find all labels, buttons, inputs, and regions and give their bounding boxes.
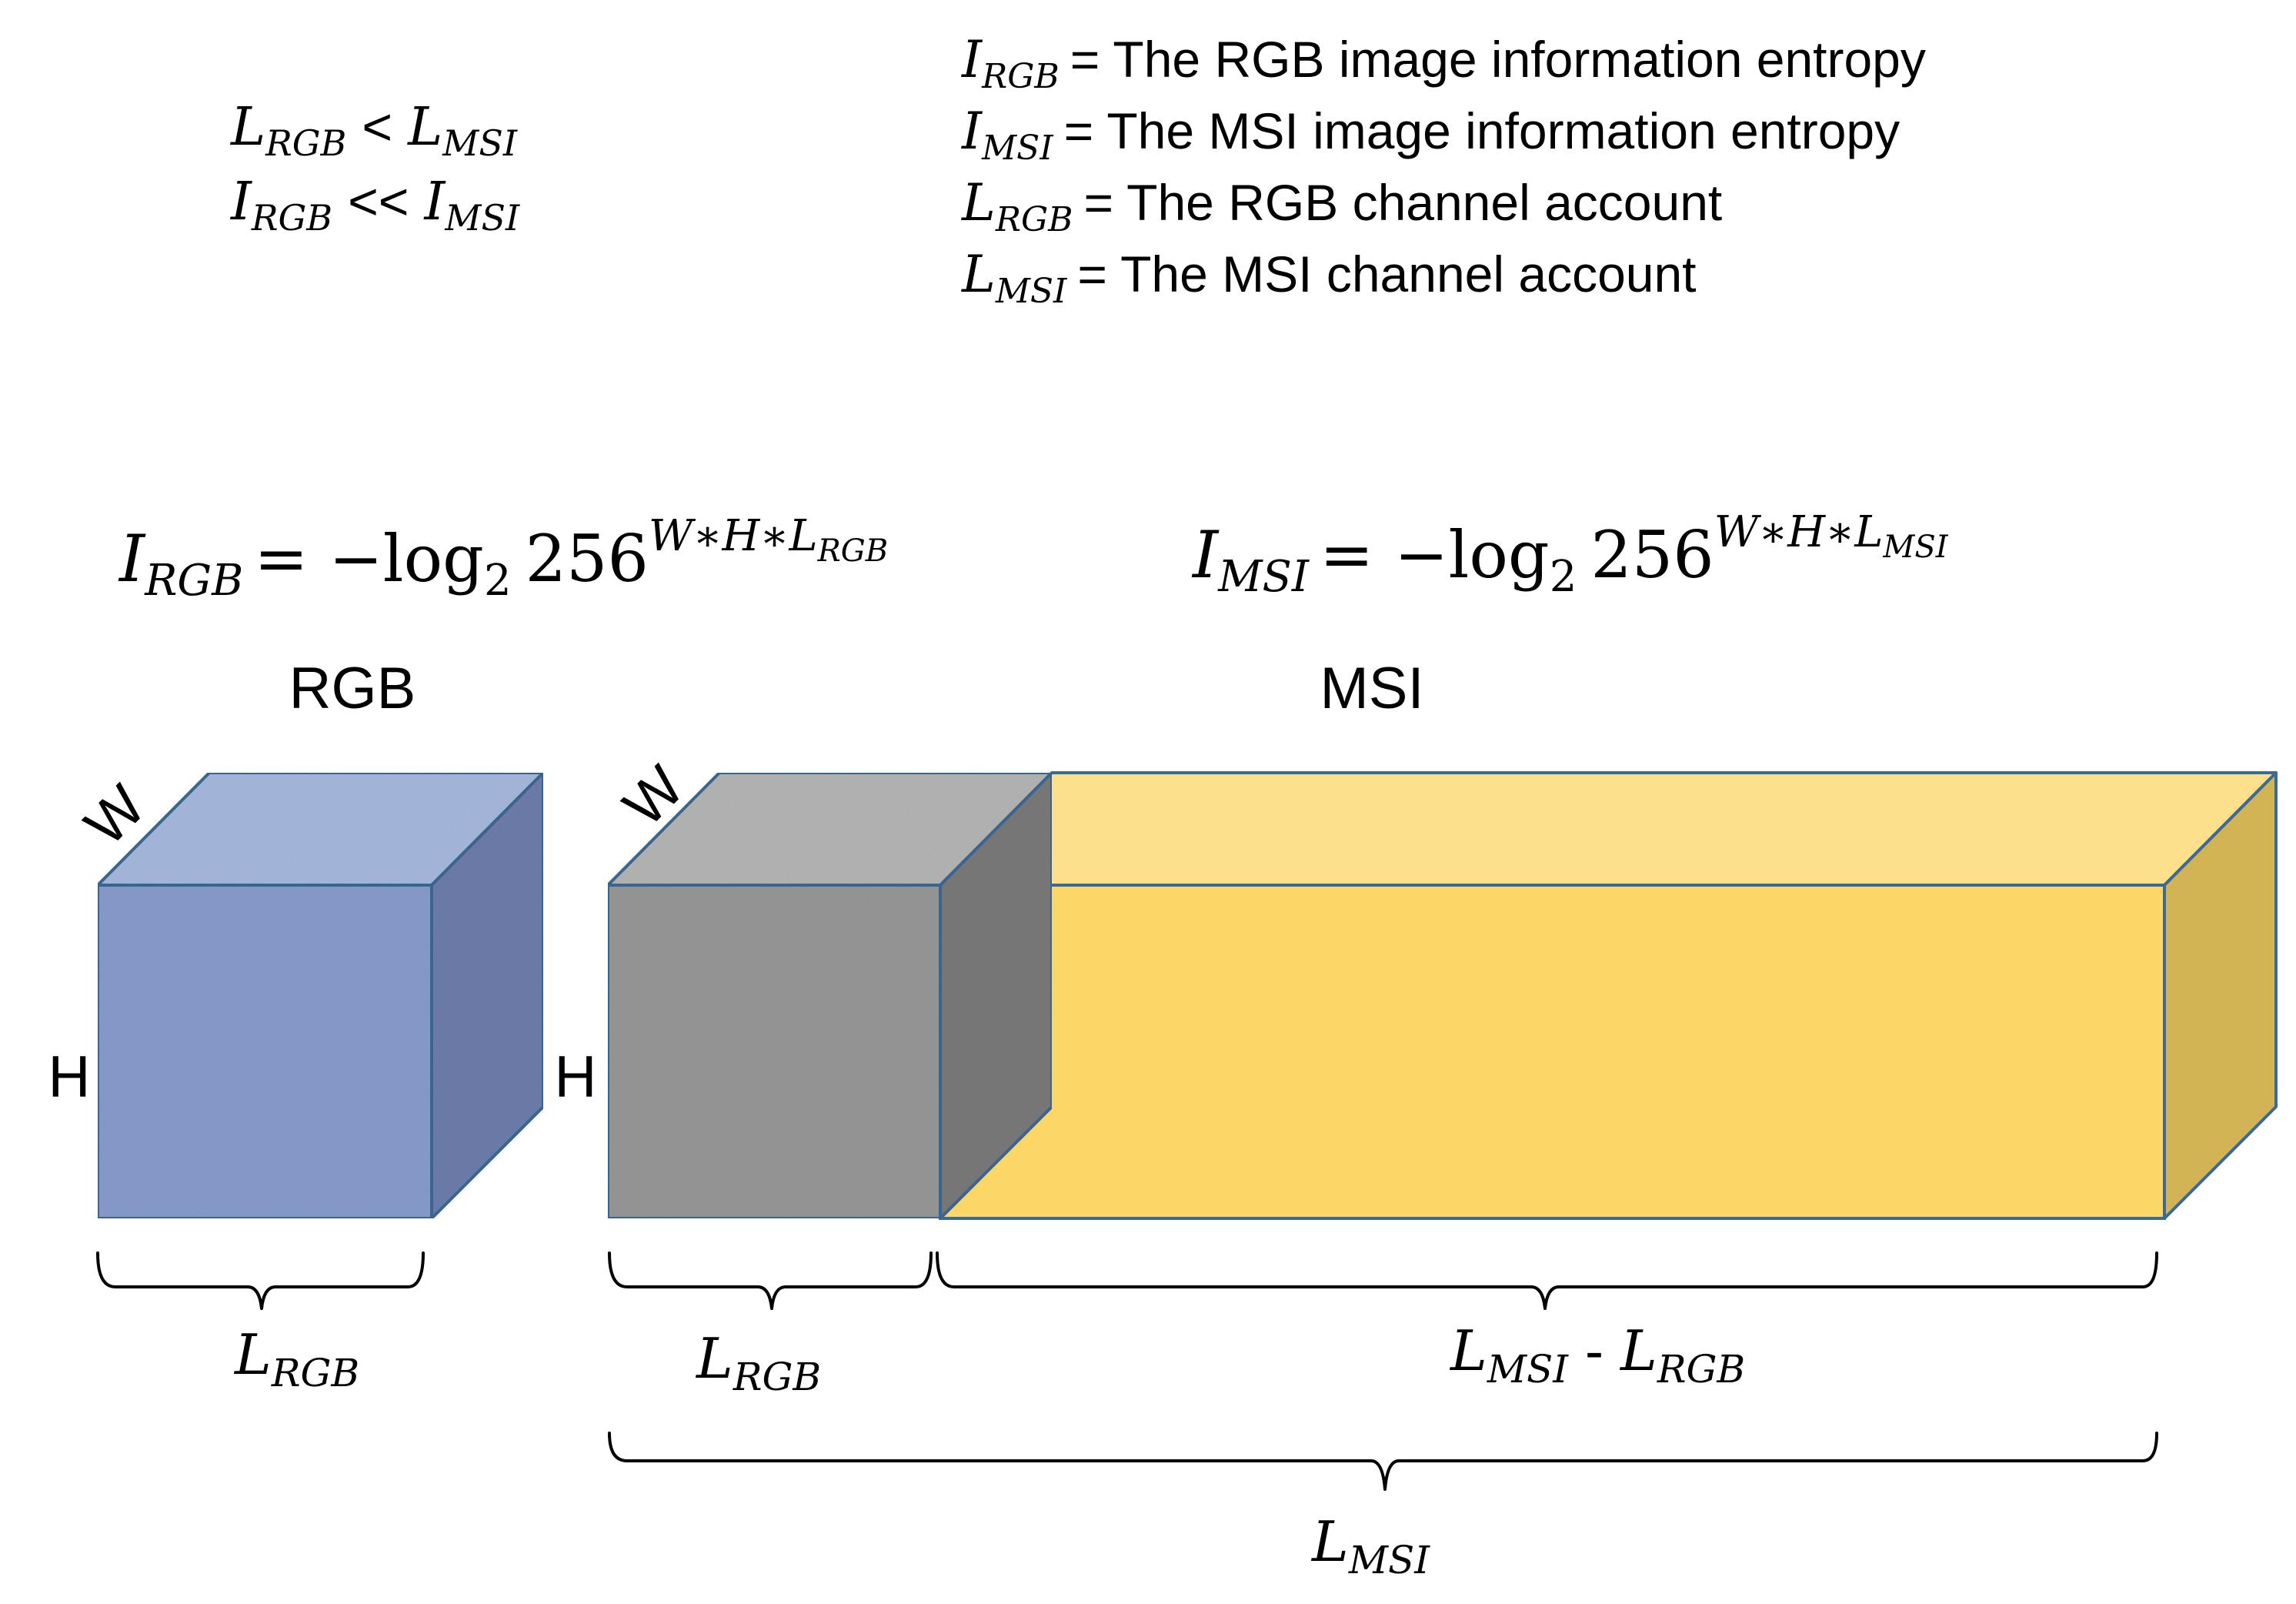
brace-msi-rgb-part — [608, 1251, 933, 1310]
msi-extra-top — [939, 771, 2278, 887]
rgb-title: RGB — [289, 656, 416, 721]
brace-rgb — [96, 1251, 425, 1310]
msi-rgb-part — [606, 771, 1053, 1220]
brace-msi-extra — [936, 1251, 2158, 1310]
brace-msi-rgb-part-label: LRGB — [695, 1326, 821, 1399]
definitions-block: IRGB= The RGB image information entropy … — [961, 30, 1926, 311]
brace-msi-total-label: LMSI — [1310, 1509, 1430, 1582]
msi-title: MSI — [1320, 656, 1423, 721]
msi-bar — [606, 771, 2278, 1220]
rgb-cube-front — [96, 884, 433, 1220]
relation-1: LRGB<LMSI — [229, 97, 518, 164]
msi-h-label: H — [555, 1044, 597, 1110]
brace-rgb-label: LRGB — [233, 1322, 359, 1395]
relations-block: LRGB<LMSI IRGB<<IMSI — [229, 97, 520, 239]
msi-rgb-part-front — [606, 884, 942, 1220]
rgb-h-label: H — [48, 1044, 91, 1110]
rgb-cube — [96, 771, 545, 1220]
brace-msi-total — [608, 1432, 2158, 1491]
definition-4: LMSI= The MSI channel account — [961, 245, 1697, 311]
definition-2: IMSI= The MSI image information entropy — [961, 102, 1900, 168]
relation-2: IRGB<<IMSI — [229, 172, 520, 239]
msi-extra-front — [939, 884, 2166, 1220]
brace-msi-extra-label: LMSI-LRGB — [1449, 1318, 1745, 1392]
definition-1: IRGB= The RGB image information entropy — [961, 30, 1926, 96]
definition-3: LRGB= The RGB channel account — [961, 173, 1722, 239]
